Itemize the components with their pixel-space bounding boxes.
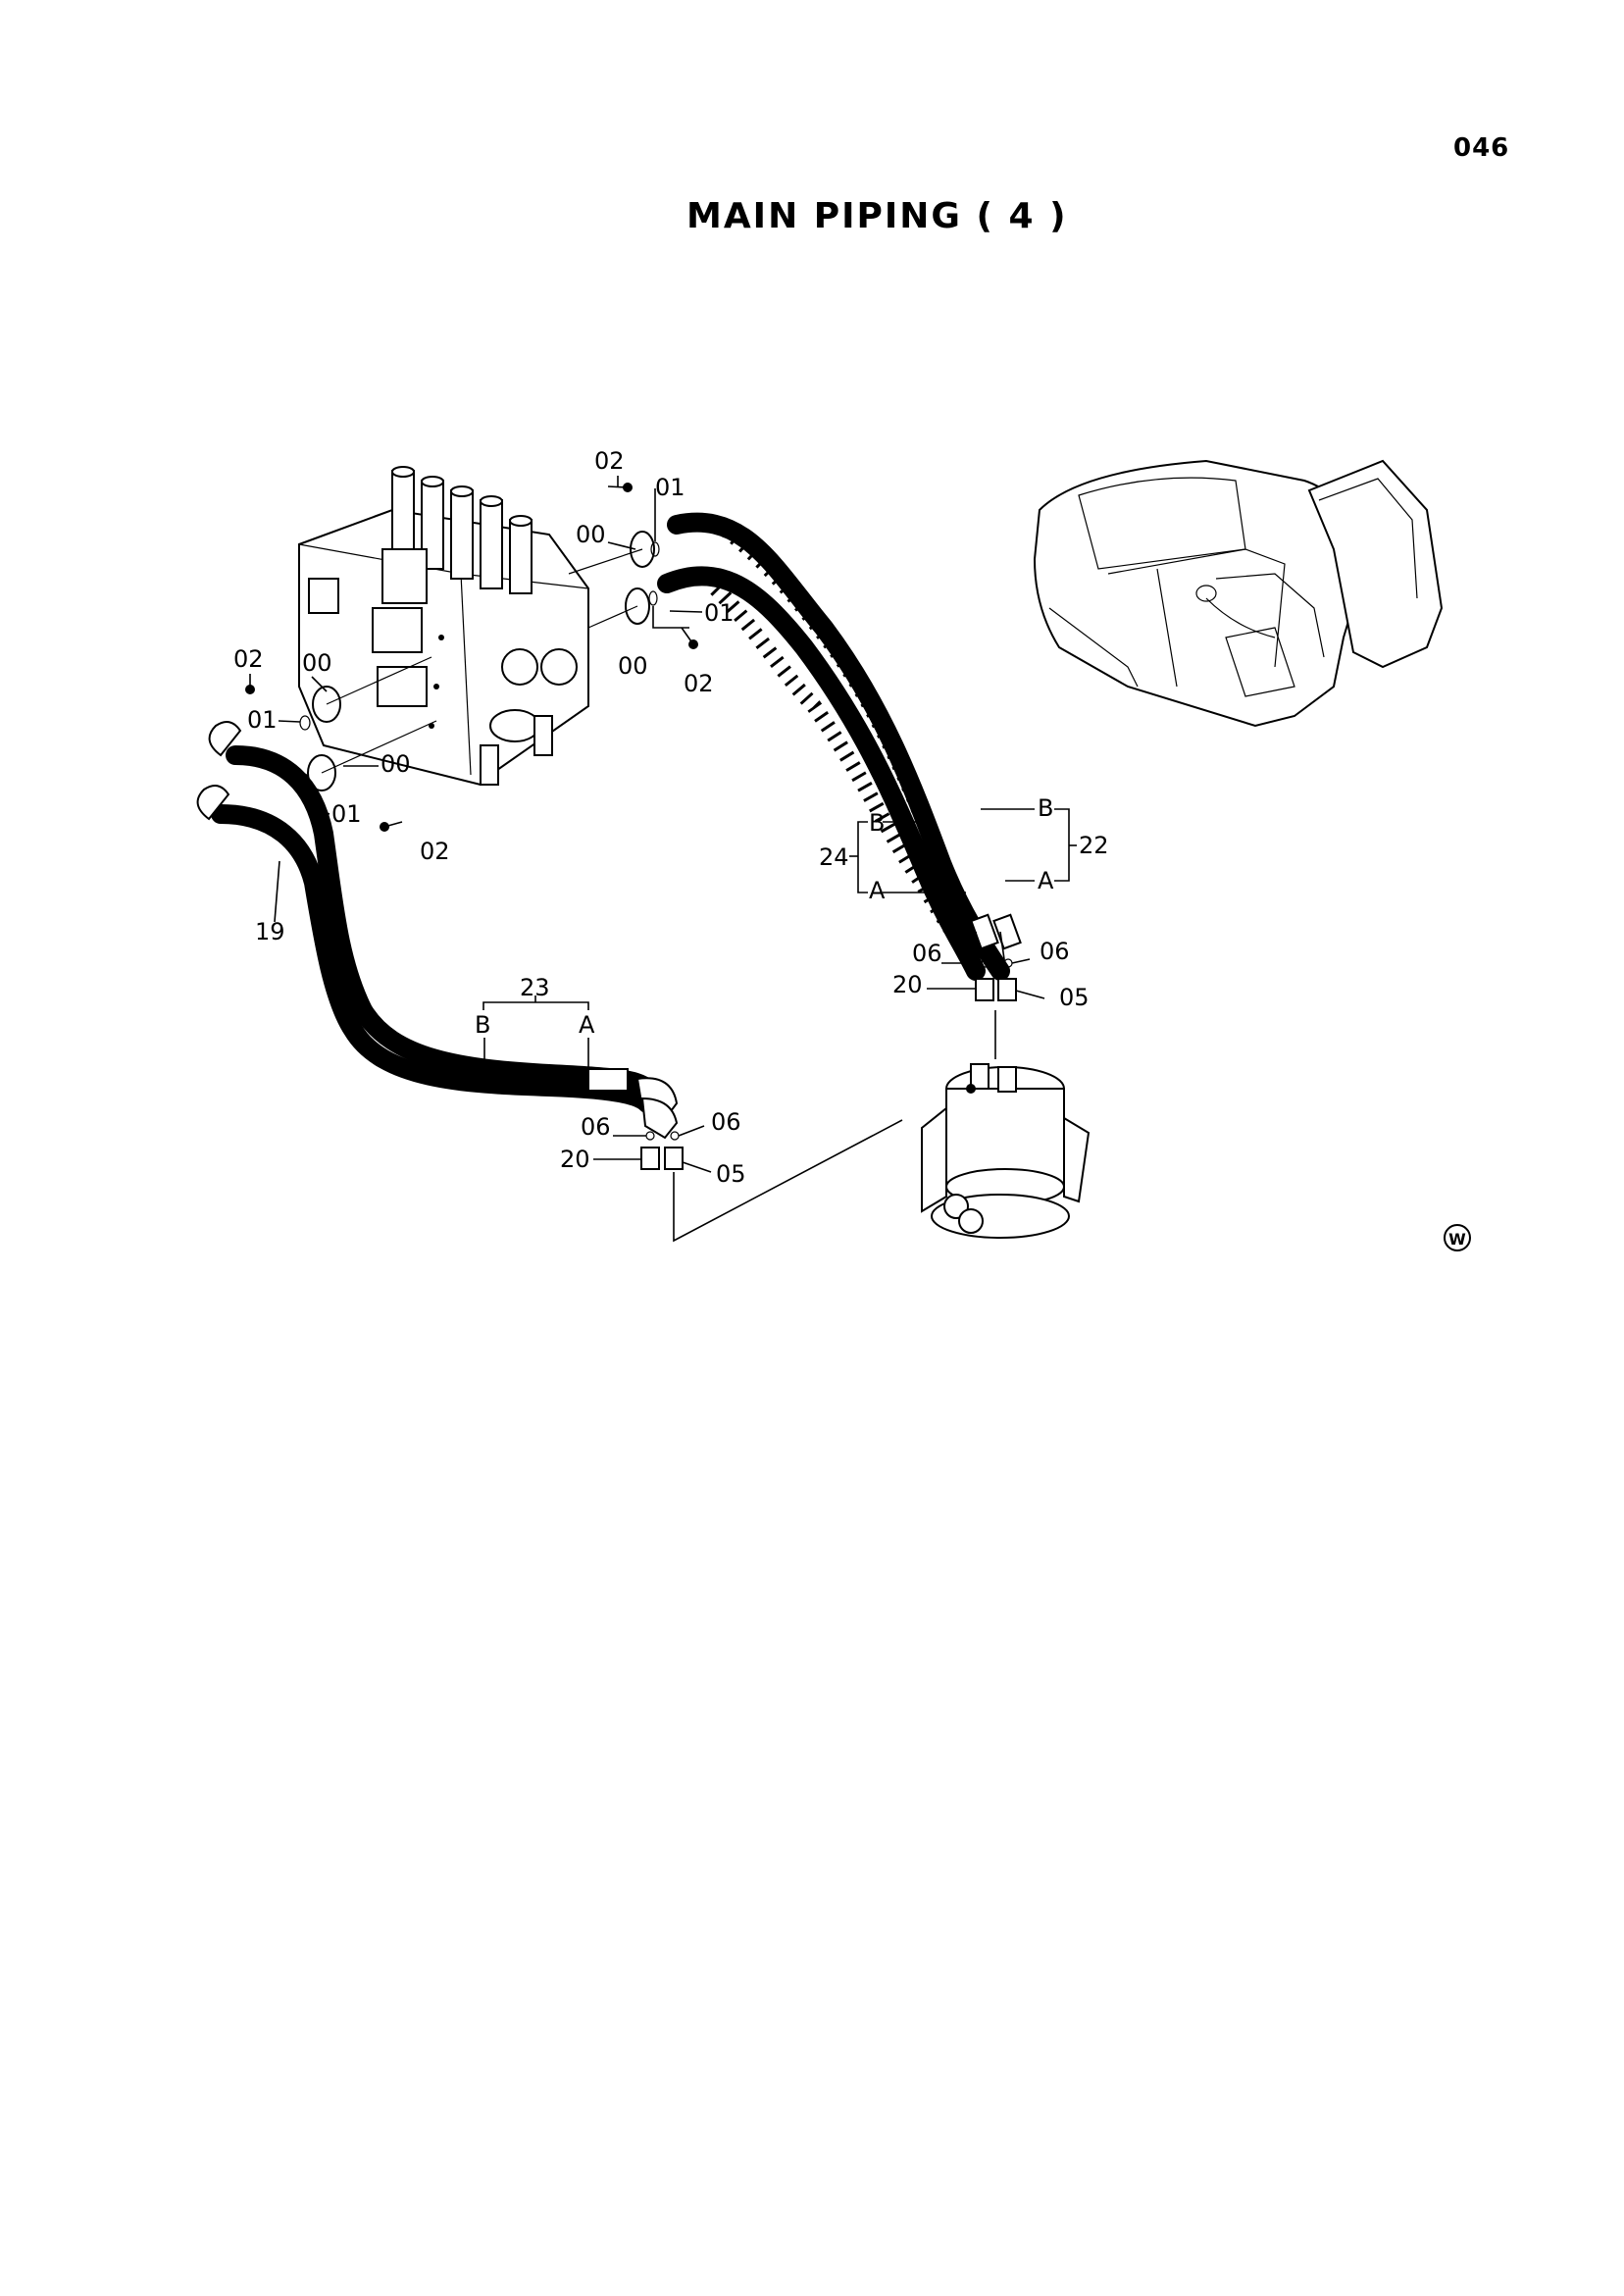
callout-02: 02 xyxy=(594,447,625,475)
center-joint-illustration xyxy=(921,1010,1091,1239)
svg-text:W: W xyxy=(1448,1230,1466,1249)
callout-22-b: B xyxy=(1038,794,1053,822)
callout-02: 02 xyxy=(420,838,450,865)
flange-fittings xyxy=(245,483,698,832)
callout-01: 01 xyxy=(704,599,735,627)
callout-05: 05 xyxy=(716,1160,746,1188)
callout-23-b: B xyxy=(475,1011,490,1039)
callout-24-b: B xyxy=(869,809,885,837)
callout-00: 00 xyxy=(618,652,648,680)
callout-20: 20 xyxy=(892,971,923,998)
callout-05: 05 xyxy=(1059,984,1090,1011)
callout-01: 01 xyxy=(331,800,362,828)
callout-20: 20 xyxy=(560,1146,590,1173)
hoses-19-23 xyxy=(196,721,679,1140)
callout-06: 06 xyxy=(912,940,942,967)
callout-labels: 02 01 00 00 01 02 02 00 01 00 01 02 19 2… xyxy=(233,447,1109,1188)
callout-06: 06 xyxy=(581,1113,611,1141)
right-fittings xyxy=(927,958,1045,1001)
control-valve-illustration xyxy=(298,466,589,787)
page-number: 046 xyxy=(1453,133,1510,163)
callout-01: 01 xyxy=(247,706,278,734)
callout-00: 00 xyxy=(381,750,411,778)
leader-lines xyxy=(249,476,1077,1069)
hoses-22-24 xyxy=(657,512,1022,981)
callout-06: 06 xyxy=(711,1108,741,1136)
watermark-symbol: W xyxy=(1444,1224,1471,1251)
left-fittings xyxy=(593,1119,903,1243)
callout-22: 22 xyxy=(1079,832,1109,859)
page-title: MAIN PIPING ( 4 ) xyxy=(686,196,1068,236)
callout-00: 00 xyxy=(302,649,332,677)
callout-00: 00 xyxy=(576,521,606,548)
callout-22-a: A xyxy=(1038,867,1054,894)
callout-06: 06 xyxy=(1040,938,1070,965)
callout-24-a: A xyxy=(869,877,886,904)
excavator-overview xyxy=(1033,459,1444,728)
callout-19: 19 xyxy=(255,918,285,945)
callout-23-a: A xyxy=(579,1011,595,1039)
callout-01: 01 xyxy=(655,474,685,501)
callout-02: 02 xyxy=(684,670,714,697)
callout-02: 02 xyxy=(233,645,264,673)
callout-24: 24 xyxy=(819,843,849,871)
